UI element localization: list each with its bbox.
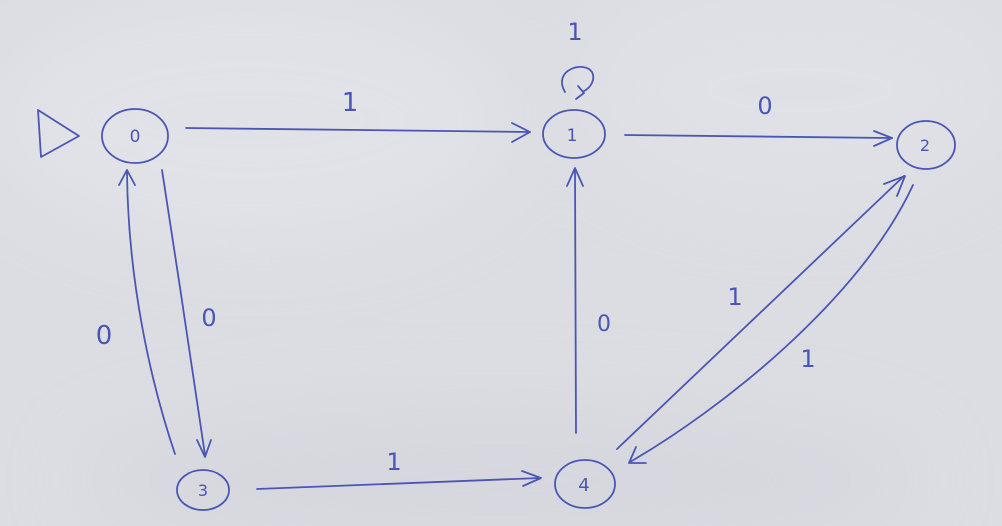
state-label-4: 4 <box>578 475 589 496</box>
state-2 <box>896 120 956 170</box>
transition-1-to-2 <box>624 130 893 147</box>
transition-4-to-2 <box>616 175 906 450</box>
symbol-0-to-1: 1 <box>342 88 359 118</box>
state-label-3: 3 <box>198 481 208 500</box>
symbol-1-to-1: 1 <box>567 18 582 46</box>
symbol-0-to-3: 0 <box>201 304 216 332</box>
transition-1-to-1 <box>561 66 595 100</box>
transition-0-to-3 <box>161 169 212 458</box>
state-4 <box>554 459 616 509</box>
transition-4-to-1 <box>566 167 584 434</box>
symbol-4-to-2: 1 <box>727 283 742 311</box>
state-label-1: 1 <box>567 126 578 146</box>
symbol-2-to-4: 1 <box>800 345 815 373</box>
transition-3-to-4 <box>256 470 542 490</box>
state-label-2: 2 <box>920 136 930 155</box>
symbol-4-to-1: 0 <box>597 312 611 337</box>
transition-0-to-1 <box>185 122 531 143</box>
state-3 <box>176 469 230 511</box>
symbol-3-to-4: 1 <box>386 448 401 476</box>
start-triangle <box>37 109 80 158</box>
transition-2-to-4 <box>628 184 914 464</box>
state-label-0: 0 <box>130 127 141 147</box>
state-0 <box>101 108 169 164</box>
symbol-1-to-2: 0 <box>757 92 772 120</box>
transition-3-to-0 <box>118 169 176 455</box>
state-1 <box>542 109 606 159</box>
symbol-3-to-0: 0 <box>96 321 113 351</box>
